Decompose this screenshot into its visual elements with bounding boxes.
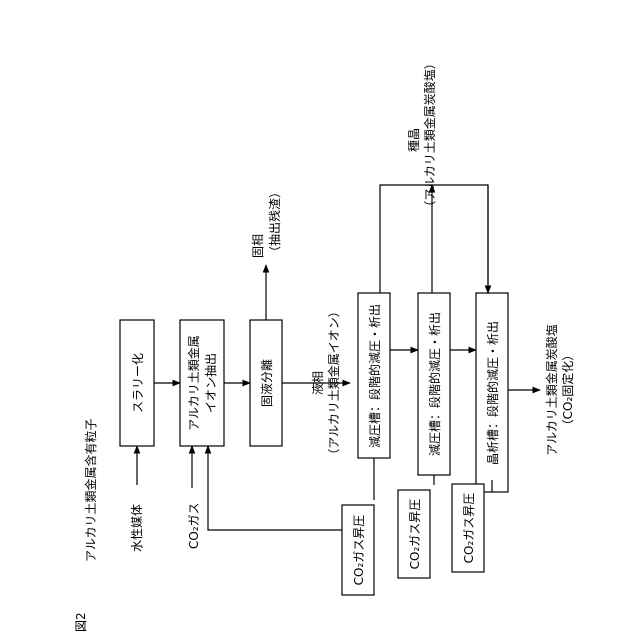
product-label-line1: アルカリ土類金属炭酸塩 — [544, 324, 559, 456]
input-particles-label: アルカリ土類金属含有粒子 — [83, 418, 98, 562]
input-water-label: 水性媒体 — [130, 504, 144, 552]
rotated-diagram-group: アルカリ土類金属含有粒子 水性媒体 CO₂ガス スラリー化 アルカリ土類金属 イ… — [83, 57, 575, 595]
figure-label: 図2 — [74, 612, 88, 632]
liquid-phase-label-line2: （アルカリ土類金属イオン） — [326, 305, 341, 461]
solid-phase-label-line2: （抽出残渣） — [268, 186, 282, 258]
compressor1-label: CO₂ガス昇圧 — [352, 515, 366, 586]
separation-label: 固液分離 — [259, 359, 274, 407]
seed-label-line2: （アルカリ土類金属炭酸塩） — [422, 57, 437, 213]
slurry-label: スラリー化 — [131, 353, 145, 413]
tank2-label: 減圧槽：段階的減圧・析出 — [427, 312, 442, 456]
product-label-line2: （CO₂固定化） — [560, 349, 575, 432]
compressor3-label: CO₂ガス昇圧 — [462, 493, 476, 564]
extraction-label-line1: アルカリ土類金属 — [186, 335, 201, 431]
co2-recycle-line — [208, 446, 342, 530]
seed-label-line1: 種晶 — [407, 128, 421, 152]
tank3-label: 晶析槽：段階的減圧・析出 — [485, 321, 500, 465]
extraction-label-line2: イオン抽出 — [204, 353, 218, 413]
compressor2-label: CO₂ガス昇圧 — [408, 499, 422, 570]
tank1-label: 減圧槽：段階的減圧・析出 — [367, 304, 382, 448]
liquid-phase-label-line1: 液相 — [310, 371, 325, 395]
input-co2-label: CO₂ガス — [187, 502, 201, 549]
solid-phase-label-line1: 固相 — [251, 234, 265, 258]
